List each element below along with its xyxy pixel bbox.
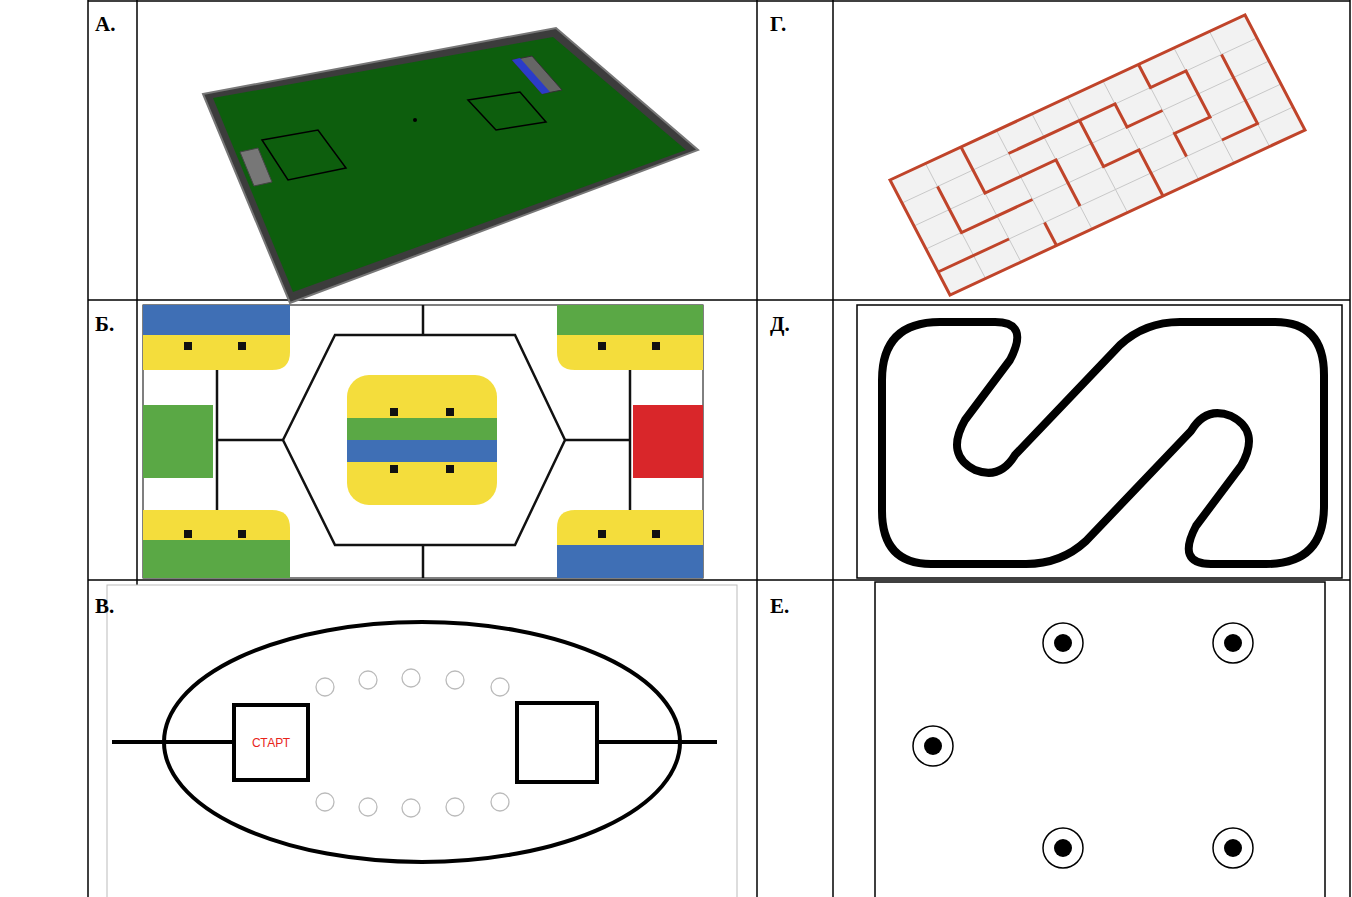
start-box: СТАРТ (232, 703, 310, 782)
cell-letter: Г. (770, 12, 786, 37)
box-text: СТАРТ (252, 736, 290, 750)
cell-letter: В. (95, 594, 114, 619)
line-track (882, 322, 1324, 564)
ellipse-field (107, 585, 737, 897)
sorting-field (143, 305, 703, 578)
cell-letter: Д. (770, 312, 790, 337)
maze (890, 15, 1305, 295)
track-frame (857, 305, 1342, 578)
cell-letter: Б. (95, 312, 114, 337)
soccer-field (203, 28, 698, 303)
cell-letter: Е. (770, 594, 789, 619)
cell-letter: А. (95, 12, 115, 37)
target-field (875, 582, 1325, 897)
